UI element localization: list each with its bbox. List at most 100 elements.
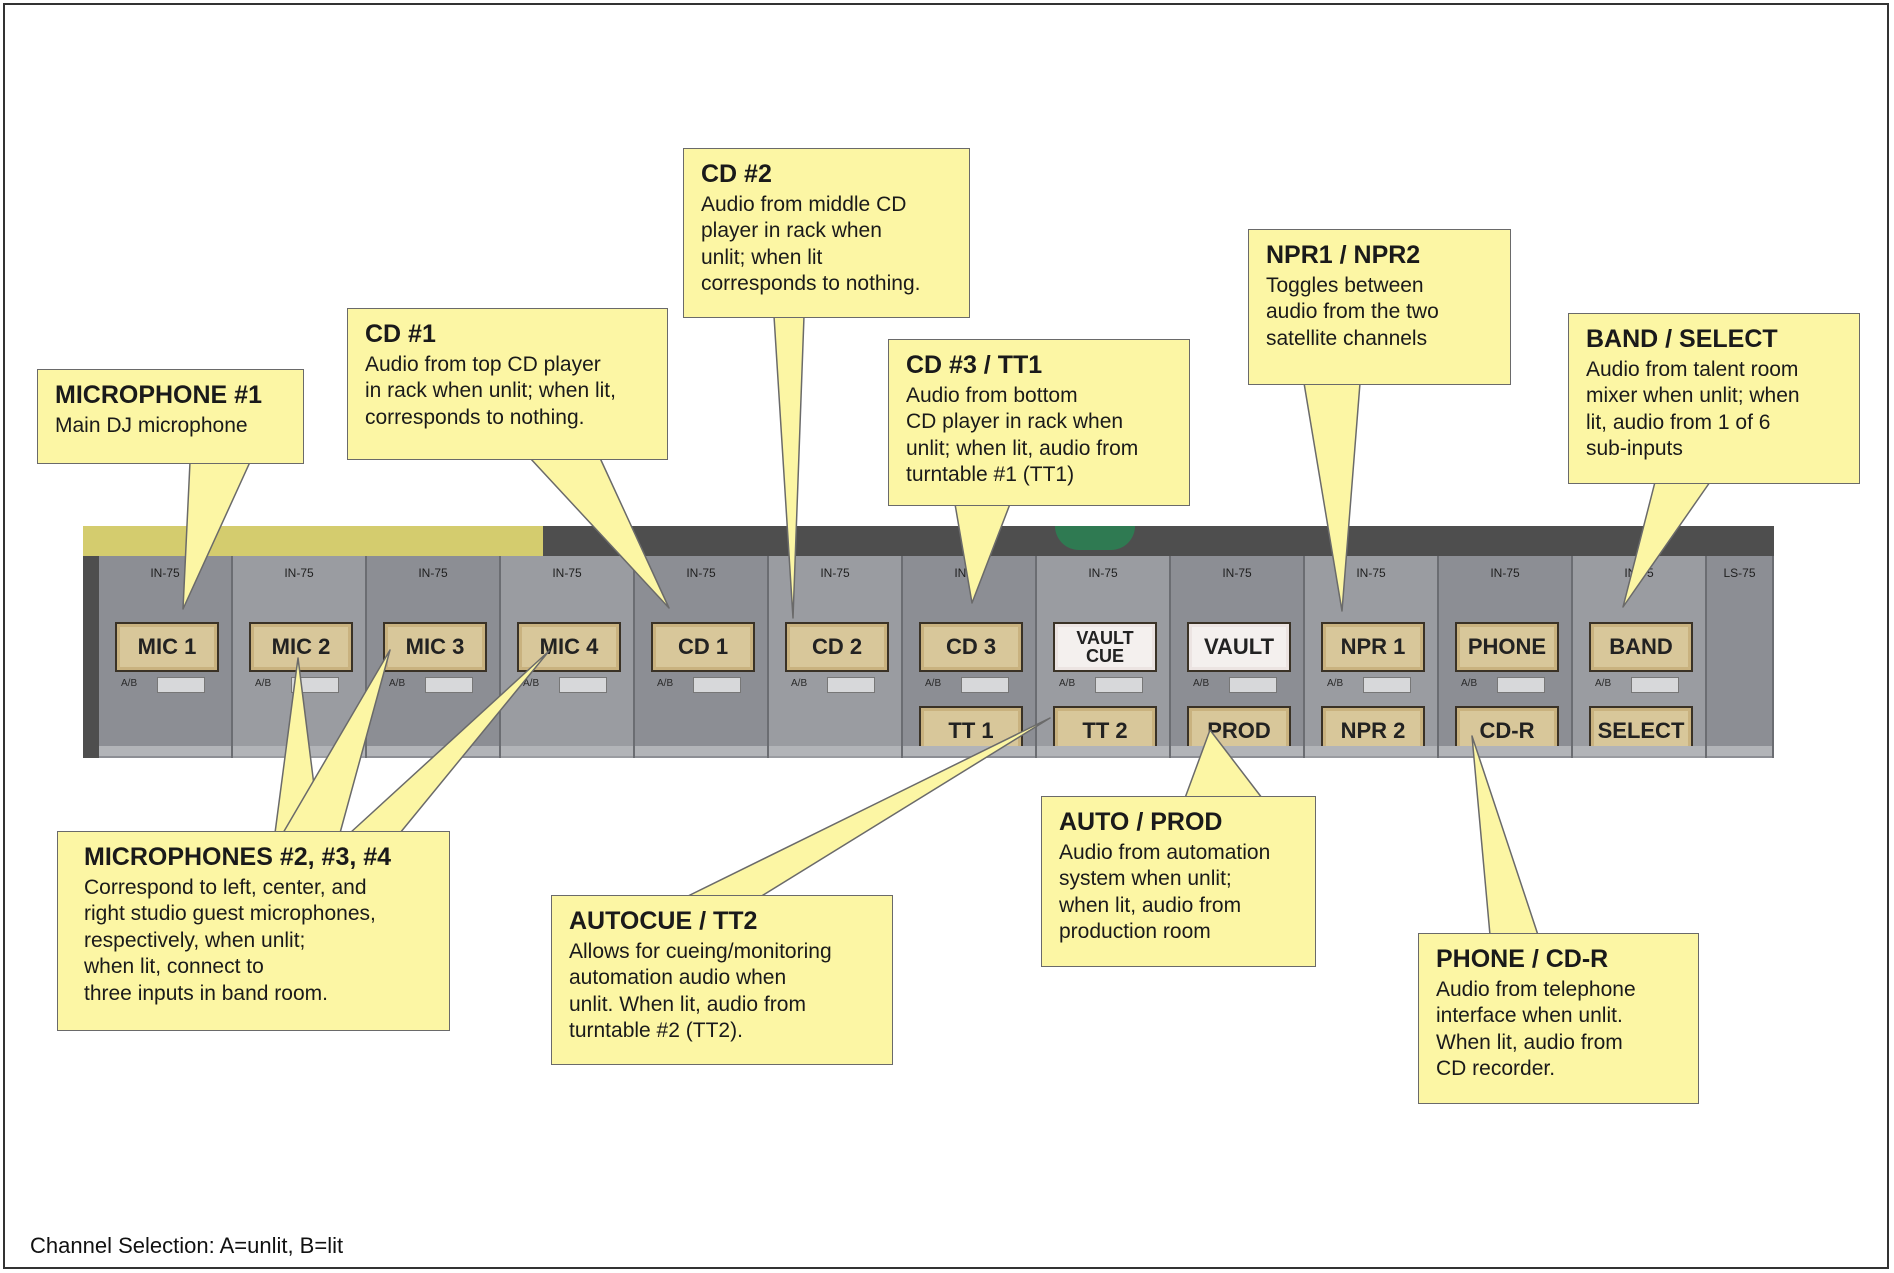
channel-strip: IN-75 CD 2 A/B — [769, 556, 903, 758]
assign-rail — [501, 746, 633, 756]
callout-title: CD #3 / TT1 — [906, 351, 1043, 379]
callout-body: Audio from bottom CD player in rack when… — [906, 383, 1139, 487]
callout-body: Audio from talent room mixer when unlit;… — [1586, 357, 1800, 461]
ab-led — [157, 677, 205, 693]
channel-strip: IN-75 MIC 1 A/B — [99, 556, 233, 758]
callout-title: AUTOCUE / TT2 — [569, 907, 758, 935]
callout-body: Audio from telephone interface when unli… — [1436, 977, 1636, 1081]
ab-label: A/B — [657, 678, 674, 689]
callout-title: NPR1 / NPR2 — [1266, 241, 1421, 269]
mic2-button[interactable]: MIC 2 — [249, 622, 353, 672]
assign-rail — [769, 746, 901, 756]
assign-rail — [233, 746, 365, 756]
assign-rail — [635, 746, 767, 756]
ab-label: A/B — [1059, 678, 1076, 689]
assign-rail — [1171, 746, 1303, 756]
ab-led — [1631, 677, 1679, 693]
ab-label: A/B — [389, 678, 406, 689]
channel-strip: IN-75 PHONE A/B CD-R — [1439, 556, 1573, 758]
assign-rail — [1037, 746, 1169, 756]
strip-model: LS-75 — [1723, 566, 1756, 580]
ab-led — [827, 677, 875, 693]
ab-led — [559, 677, 607, 693]
channel-strip: IN-75 MIC 4 A/B — [501, 556, 635, 758]
cd1-button[interactable]: CD 1 — [651, 622, 755, 672]
mic4-button[interactable]: MIC 4 — [517, 622, 621, 672]
callout-body: Toggles between audio from the two satel… — [1266, 273, 1439, 350]
channel-strip: IN-75 BAND A/B SELECT — [1573, 556, 1707, 758]
ab-led — [291, 677, 339, 693]
callout-title: MICROPHONE #1 — [55, 381, 262, 409]
ab-label: A/B — [791, 678, 808, 689]
assign-rail — [99, 746, 231, 756]
vault-button[interactable]: VAULT — [1187, 622, 1291, 672]
cd3-button[interactable]: CD 3 — [919, 622, 1023, 672]
ab-label: A/B — [1595, 678, 1612, 689]
channel-selection-note: Channel Selection: A=unlit, B=lit — [30, 1233, 344, 1258]
strip-model: IN-75 — [418, 566, 448, 580]
ab-label: A/B — [523, 678, 540, 689]
strip-model: IN-75 — [1088, 566, 1118, 580]
callout-body: Main DJ microphone — [55, 413, 248, 437]
assign-rail — [1439, 746, 1571, 756]
strip-model: IN-75 — [686, 566, 716, 580]
strip-model: IN-75 — [820, 566, 850, 580]
strip-model: IN-75 — [1490, 566, 1520, 580]
ab-led — [1363, 677, 1411, 693]
green-cable — [1055, 526, 1135, 550]
ab-label: A/B — [925, 678, 942, 689]
strip-model: IN-75 — [1624, 566, 1654, 580]
cd2-button[interactable]: CD 2 — [785, 622, 889, 672]
callout-title: CD #1 — [365, 320, 436, 348]
yellow-tape — [83, 526, 543, 556]
callout-microphones-2-3-4: MICROPHONES #2, #3, #4 Correspond to lef… — [57, 831, 450, 1031]
ab-label: A/B — [1193, 678, 1210, 689]
channel-strip: IN-75 CD 1 A/B — [635, 556, 769, 758]
ab-led — [1229, 677, 1277, 693]
mic3-button[interactable]: MIC 3 — [383, 622, 487, 672]
ab-led — [425, 677, 473, 693]
assign-rail — [1707, 746, 1772, 756]
strip-model: IN-75 — [284, 566, 314, 580]
ab-label: A/B — [121, 678, 138, 689]
channel-strip: IN-75 VAULT CUE A/B TT 2 — [1037, 556, 1171, 758]
callout-body: Audio from top CD player in rack when un… — [365, 352, 616, 429]
channel-strip: LS-75 — [1707, 556, 1774, 758]
callout-title: CD #2 — [701, 160, 772, 188]
npr1-button[interactable]: NPR 1 — [1321, 622, 1425, 672]
channel-strip: IN-75 NPR 1 A/B NPR 2 — [1305, 556, 1439, 758]
channel-strip: IN-75 MIC 3 A/B — [367, 556, 501, 758]
assign-rail — [903, 746, 1035, 756]
ab-label: A/B — [255, 678, 272, 689]
ab-label: A/B — [1327, 678, 1344, 689]
assign-rail — [1305, 746, 1437, 756]
ab-led — [961, 677, 1009, 693]
mic1-button[interactable]: MIC 1 — [115, 622, 219, 672]
callout-body: Correspond to left, center, and right st… — [84, 875, 376, 1006]
strip-model: IN-75 — [1222, 566, 1252, 580]
callout-body: Allows for cueing/monitoring automation … — [569, 939, 832, 1043]
channel-strip: IN-75 VAULT A/B PROD — [1171, 556, 1305, 758]
callout-body: Audio from automation system when unlit;… — [1059, 840, 1271, 944]
callout-title: PHONE / CD-R — [1436, 945, 1609, 973]
band-button[interactable]: BAND — [1589, 622, 1693, 672]
callout-cd-3-tt1: CD #3 / TT1 Audio from bottom CD player … — [888, 339, 1190, 506]
strip-model: IN-75 — [1356, 566, 1386, 580]
phone-button[interactable]: PHONE — [1455, 622, 1559, 672]
vault-cue-button[interactable]: VAULT CUE — [1053, 622, 1157, 672]
callout-band-select: BAND / SELECT Audio from talent room mix… — [1568, 313, 1860, 484]
callout-cd-2: CD #2 Audio from middle CD player in rac… — [683, 148, 970, 318]
callout-microphone-1: MICROPHONE #1 Main DJ microphone — [37, 369, 304, 464]
assign-rail — [1573, 746, 1705, 756]
strip-model: IN-75 — [552, 566, 582, 580]
callout-body: Audio from middle CD player in rack when… — [701, 192, 921, 296]
channel-strip: IN-75 MIC 2 A/B — [233, 556, 367, 758]
ab-led — [1497, 677, 1545, 693]
callout-auto-prod: AUTO / PROD Audio from automation system… — [1041, 796, 1316, 967]
strip-model: IN-75 — [954, 566, 984, 580]
callout-phone-cdr: PHONE / CD-R Audio from telephone interf… — [1418, 933, 1699, 1104]
callout-title: AUTO / PROD — [1059, 808, 1223, 836]
mixing-console: IN-75 MIC 1 A/B IN-75 MIC 2 A/B IN-75 MI… — [83, 526, 1774, 758]
callout-npr1-npr2: NPR1 / NPR2 Toggles between audio from t… — [1248, 229, 1511, 385]
callout-cd-1: CD #1 Audio from top CD player in rack w… — [347, 308, 668, 460]
